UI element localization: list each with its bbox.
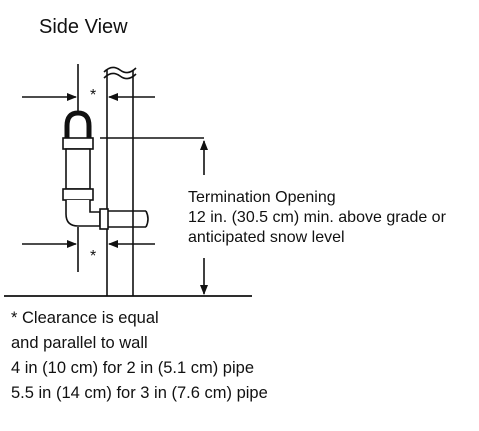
diagram-title: Side View [39,16,128,38]
note-line: 4 in (10 cm) for 2 in (5.1 cm) pipe [11,359,255,377]
note-line: * Clearance is equal [11,309,159,327]
note-line: and parallel to wall [11,334,148,352]
clearance-notes: * Clearance is equal and parallel to wal… [11,306,268,406]
termination-line: anticipated snow level [188,229,345,246]
termination-line: Termination Opening [188,189,336,206]
note-line: 5.5 in (14 cm) for 3 in (7.6 cm) pipe [11,384,268,402]
vent-pipe [62,110,149,230]
bottom-clearance-asterisk: * [90,248,96,265]
termination-label: Termination Opening 12 in. (30.5 cm) min… [188,188,446,248]
termination-dimension [100,137,208,295]
top-clearance-asterisk: * [90,87,96,104]
wall [103,66,137,296]
termination-line: 12 in. (30.5 cm) min. above grade or [188,209,446,226]
